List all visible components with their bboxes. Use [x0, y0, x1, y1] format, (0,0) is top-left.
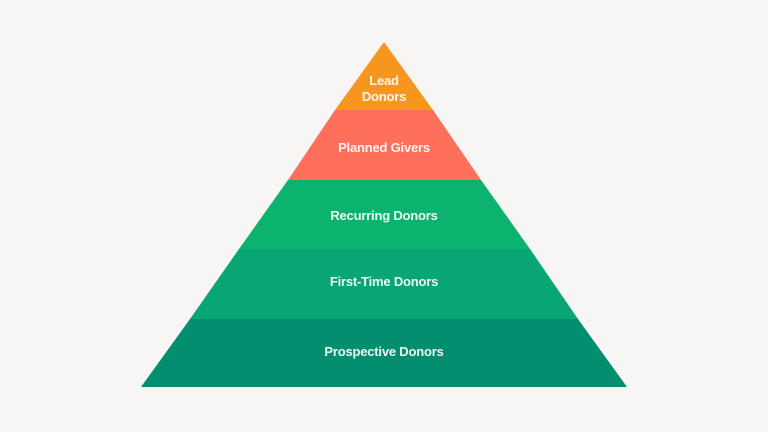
level-prospective-donors	[141, 319, 627, 387]
level-label-planned-givers: Planned Givers	[338, 140, 430, 155]
level-recurring-donors	[239, 180, 530, 249]
level-label-first-time-donors: First-Time Donors	[329, 274, 439, 289]
level-label-prospective-donors: Prospective Donors	[324, 344, 444, 359]
level-lead-donors	[335, 42, 433, 110]
level-planned-givers	[288, 110, 481, 180]
level-label-recurring-donors: Recurring Donors	[330, 208, 438, 223]
level-label-lead-donors: Lead Donors	[361, 73, 407, 104]
level-first-time-donors	[190, 249, 578, 319]
